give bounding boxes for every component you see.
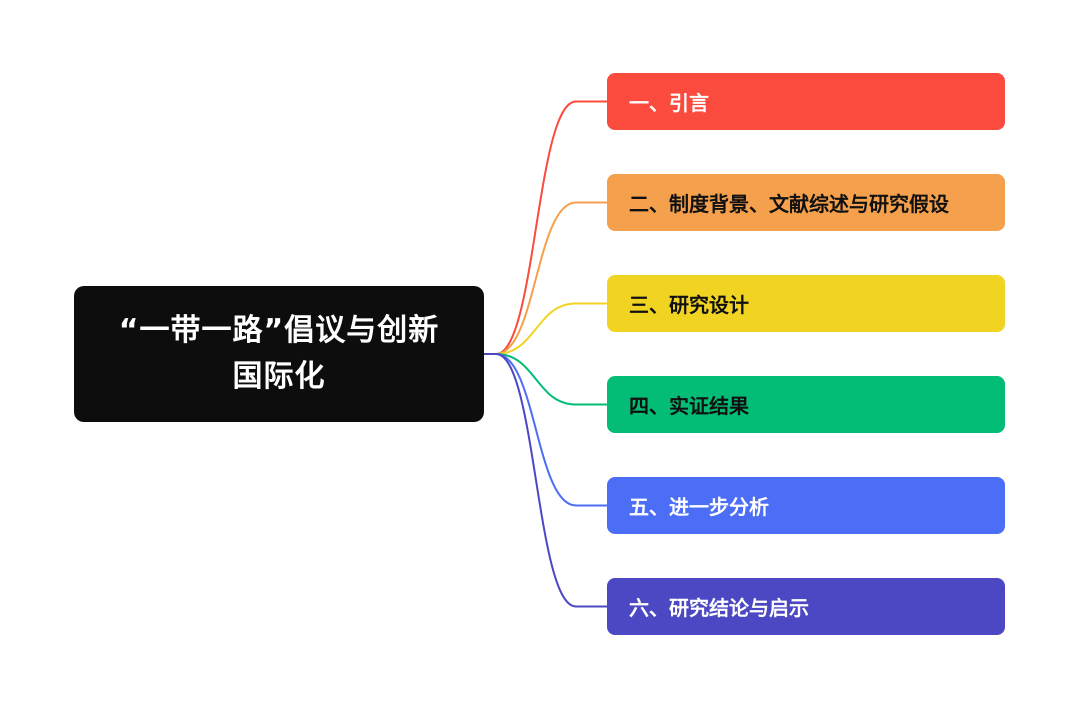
- branch-background-literature-hypotheses[interactable]: 二、制度背景、文献综述与研究假设: [607, 174, 1005, 231]
- root-topic-title: “一带一路”倡议与创新国际化: [118, 313, 440, 394]
- root-topic-node[interactable]: “一带一路”倡议与创新国际化: [74, 286, 484, 422]
- branch-label: 四、实证结果: [629, 394, 749, 418]
- branch-empirical-results[interactable]: 四、实证结果: [607, 376, 1005, 433]
- branch-conclusions-implications[interactable]: 六、研究结论与启示: [607, 578, 1005, 635]
- connector-2: [484, 201, 607, 355]
- connector-6: [484, 353, 607, 608]
- branch-label: 二、制度背景、文献综述与研究假设: [629, 192, 949, 216]
- branch-label: 六、研究结论与启示: [629, 596, 809, 620]
- branch-label: 五、进一步分析: [629, 495, 769, 519]
- branch-label: 一、引言: [629, 91, 709, 115]
- connector-3: [484, 302, 607, 355]
- connector-4: [484, 353, 607, 406]
- branch-introduction[interactable]: 一、引言: [607, 73, 1005, 130]
- connector-5: [484, 353, 607, 507]
- connector-1: [484, 100, 607, 355]
- branch-label: 三、研究设计: [629, 293, 749, 317]
- branch-further-analysis[interactable]: 五、进一步分析: [607, 477, 1005, 534]
- branch-research-design[interactable]: 三、研究设计: [607, 275, 1005, 332]
